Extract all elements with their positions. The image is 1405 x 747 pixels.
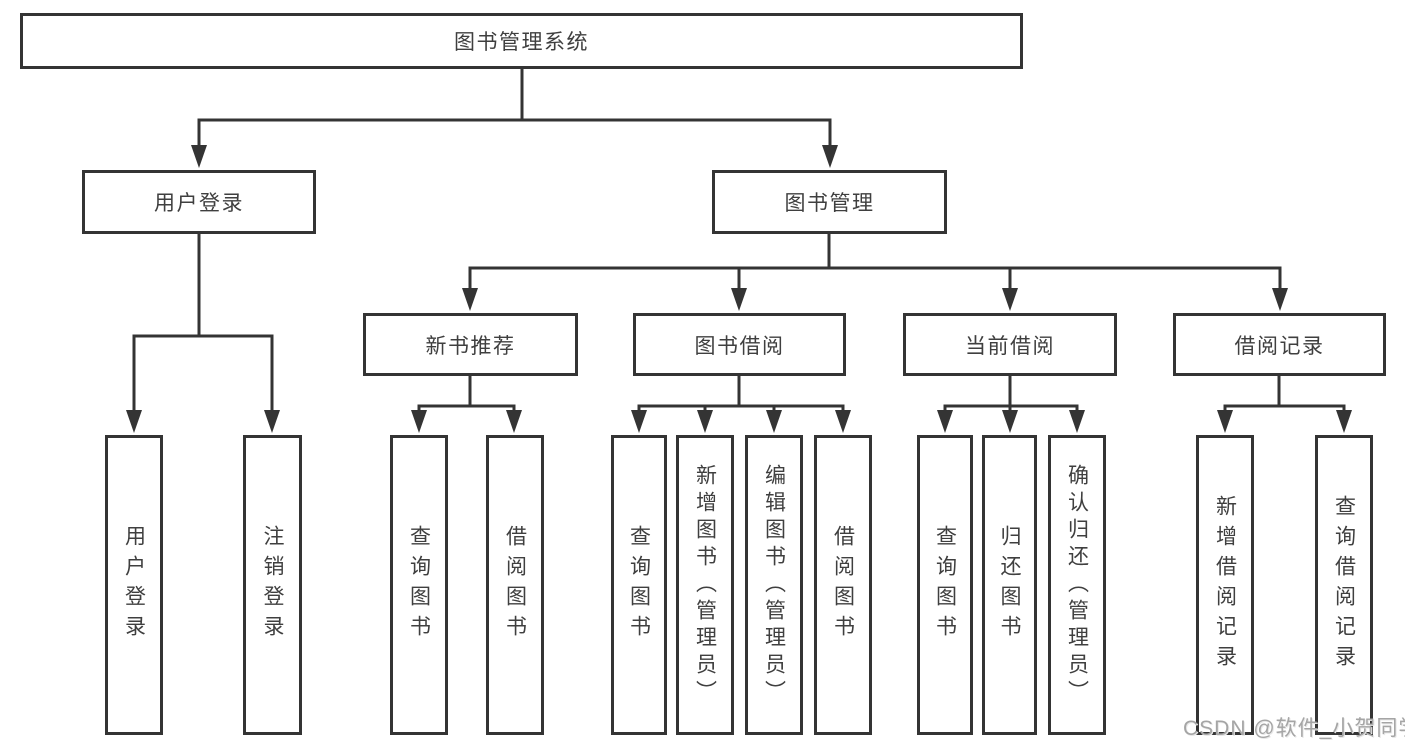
node-root-system: 图书管理系统	[20, 13, 1023, 69]
arrow-icon	[631, 410, 647, 433]
leaf-borrow-books-2: 借阅图书	[814, 435, 872, 735]
node-new-book-recommend-label: 新书推荐	[425, 334, 516, 358]
leaf-add-books-admin-label: 新增图书（管理员）	[693, 463, 717, 707]
leaf-borrow-books-2-label: 借阅图书	[831, 525, 855, 645]
leaf-return-books-label: 归还图书	[998, 525, 1021, 645]
leaf-edit-books-admin: 编辑图书（管理员）	[745, 435, 803, 735]
arrow-icon	[835, 410, 851, 433]
leaf-query-books-3-label: 查询图书	[933, 525, 957, 645]
node-current-borrow: 当前借阅	[903, 313, 1117, 376]
arrow-icon	[1336, 410, 1352, 433]
connector-book-borrow-spine	[637, 374, 845, 416]
node-new-book-recommend: 新书推荐	[363, 313, 578, 376]
connector-borrow-records-spine	[1223, 374, 1346, 416]
connector-user-login-spine	[132, 232, 274, 415]
node-book-management-label: 图书管理	[784, 192, 875, 215]
arrow-icon	[1272, 288, 1288, 311]
connector-current-borrow-spine	[943, 374, 1079, 416]
leaf-add-books-admin: 新增图书（管理员）	[676, 435, 734, 735]
node-book-borrow-label: 图书借阅	[694, 334, 785, 358]
leaf-edit-books-admin-label: 编辑图书（管理员）	[762, 463, 786, 707]
connector-book-mgmt-spine	[468, 232, 1282, 293]
leaf-query-books-3: 查询图书	[917, 435, 973, 735]
arrow-icon	[937, 410, 953, 433]
arrow-icon	[1002, 288, 1018, 311]
arrow-icon	[126, 410, 142, 433]
arrow-icon	[1002, 410, 1018, 433]
leaf-borrow-books-1: 借阅图书	[486, 435, 544, 735]
arrow-icon	[264, 410, 280, 433]
arrow-icon	[1069, 410, 1085, 433]
leaf-add-borrow-record-label: 新增借阅记录	[1213, 495, 1237, 675]
csdn-watermark: CSDN @软件_小贺同学	[1183, 717, 1405, 740]
arrow-icon	[822, 145, 838, 168]
arrow-icon	[766, 410, 782, 433]
leaf-query-books-1: 查询图书	[390, 435, 448, 735]
leaf-confirm-return-admin: 确认归还（管理员）	[1048, 435, 1106, 735]
node-borrow-records: 借阅记录	[1173, 313, 1386, 376]
leaf-return-books: 归还图书	[982, 435, 1037, 735]
node-root-system-label: 图书管理系统	[454, 31, 589, 54]
node-user-login-label: 用户登录	[154, 192, 244, 215]
leaf-query-books-1-label: 查询图书	[407, 525, 431, 645]
arrow-icon	[697, 410, 713, 433]
leaf-logout: 注销登录	[243, 435, 302, 735]
arrow-icon	[462, 288, 478, 311]
leaf-query-borrow-record-label: 查询借阅记录	[1332, 495, 1356, 675]
leaf-user-login: 用户登录	[105, 435, 163, 735]
node-borrow-records-label: 借阅记录	[1234, 334, 1325, 358]
leaf-logout-label: 注销登录	[261, 525, 284, 645]
arrow-icon	[411, 410, 427, 433]
leaf-user-login-label: 用户登录	[122, 525, 146, 645]
node-book-borrow: 图书借阅	[633, 313, 846, 376]
leaf-borrow-books-1-label: 借阅图书	[503, 525, 527, 645]
arrow-icon	[1217, 410, 1233, 433]
node-book-management: 图书管理	[712, 170, 947, 234]
arrowheads	[126, 145, 1352, 433]
arrow-icon	[191, 145, 207, 168]
leaf-query-books-2-label: 查询图书	[627, 525, 651, 645]
node-user-login: 用户登录	[82, 170, 316, 234]
arrow-icon	[731, 288, 747, 311]
arrow-icon	[506, 410, 522, 433]
connector-root-spine	[197, 67, 832, 149]
connector-new-books-spine	[417, 374, 516, 416]
leaf-confirm-return-admin-label: 确认归还（管理员）	[1065, 463, 1089, 707]
leaf-query-borrow-record: 查询借阅记录	[1315, 435, 1373, 735]
node-current-borrow-label: 当前借阅	[965, 334, 1055, 358]
leaf-add-borrow-record: 新增借阅记录	[1196, 435, 1254, 735]
leaf-query-books-2: 查询图书	[611, 435, 667, 735]
